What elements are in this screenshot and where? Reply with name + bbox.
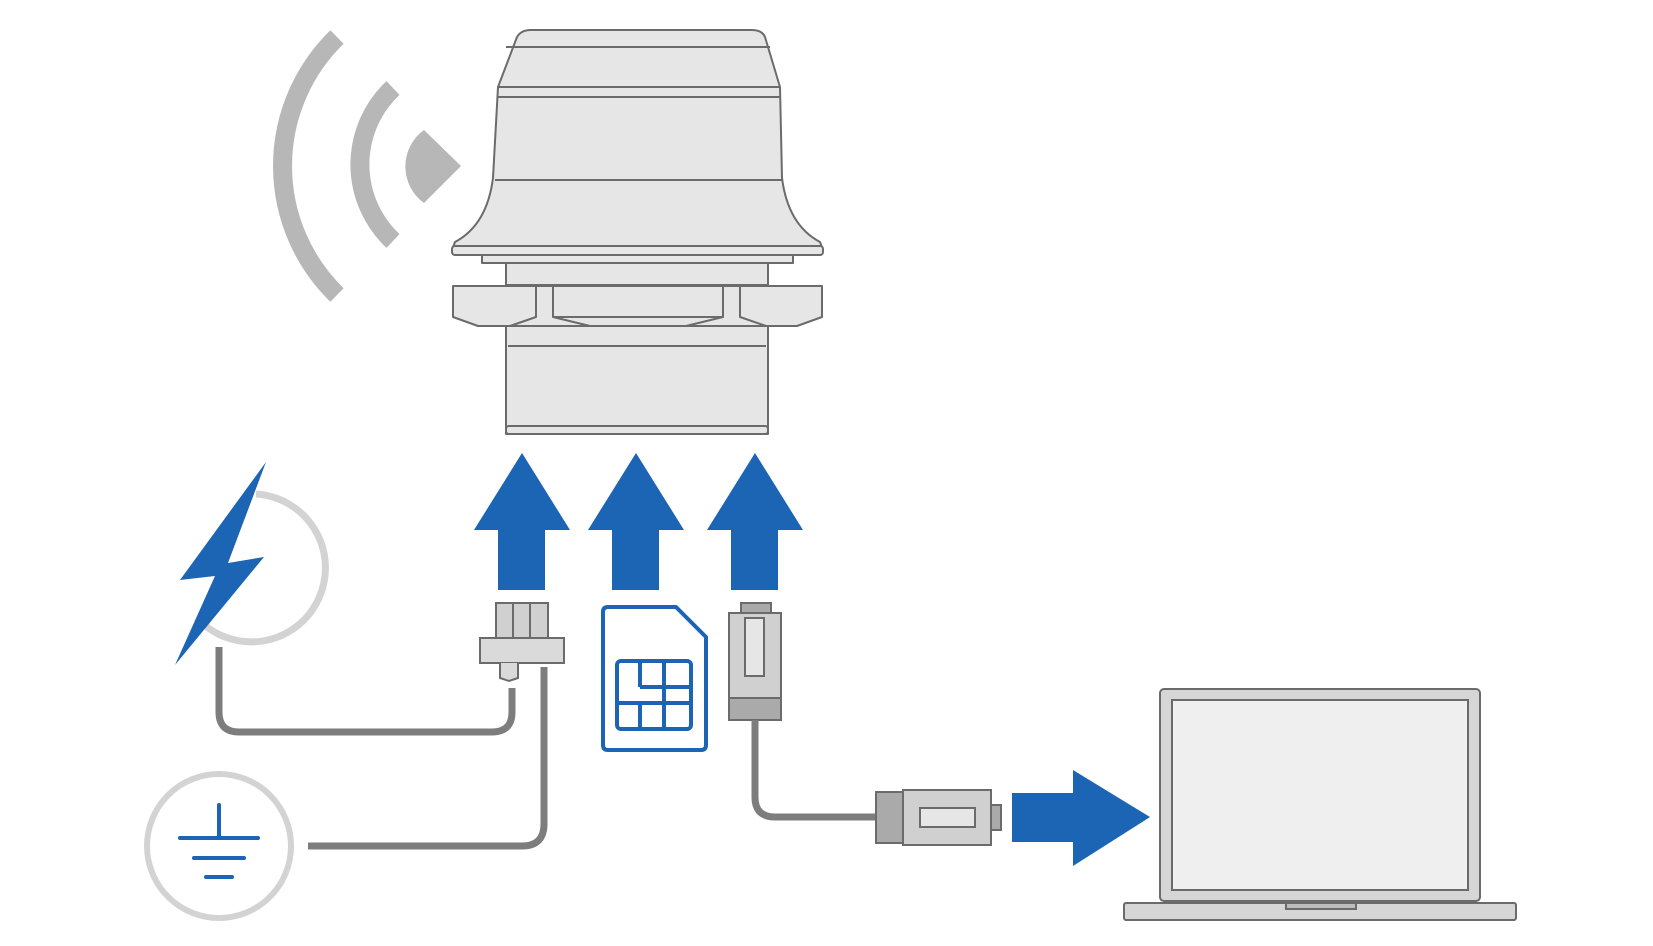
device-body bbox=[451, 86, 824, 251]
arrow-up-ethernet bbox=[707, 453, 803, 590]
ethernet-plug-computer bbox=[875, 789, 1002, 846]
lightning-bolt-icon bbox=[175, 462, 266, 665]
arrow-right-computer bbox=[1012, 770, 1150, 866]
gateway-device bbox=[451, 29, 824, 435]
sim-card-outline bbox=[601, 605, 708, 752]
ethernet-cable bbox=[751, 720, 876, 821]
wifi-signal-icon bbox=[273, 30, 461, 302]
ground-ring bbox=[144, 771, 294, 921]
ground-symbol-icon bbox=[178, 803, 260, 879]
device-hex-nut bbox=[452, 285, 823, 327]
ground-cable bbox=[308, 667, 548, 850]
device-flange bbox=[451, 245, 824, 256]
sim-card-icon bbox=[601, 605, 708, 752]
wifi-wave-outer bbox=[273, 30, 344, 302]
power-cable bbox=[215, 647, 516, 736]
power-ring bbox=[194, 490, 329, 646]
power-cables bbox=[215, 647, 548, 850]
insert-arrows bbox=[474, 453, 1150, 866]
ground-icon bbox=[144, 771, 294, 921]
laptop-icon bbox=[1123, 688, 1517, 921]
sim-card-chip bbox=[615, 659, 693, 731]
arrow-up-power bbox=[474, 453, 570, 590]
device-lower-body bbox=[505, 325, 769, 435]
power-terminal-connector bbox=[479, 602, 565, 683]
rj45-connector-icon bbox=[728, 602, 782, 721]
power-source-icon bbox=[175, 462, 329, 665]
laptop-screen bbox=[1171, 699, 1469, 891]
wifi-wave-middle bbox=[350, 81, 400, 248]
wifi-wave-inner bbox=[405, 130, 461, 203]
device-top-cap bbox=[497, 29, 781, 88]
arrow-up-sim bbox=[588, 453, 684, 590]
